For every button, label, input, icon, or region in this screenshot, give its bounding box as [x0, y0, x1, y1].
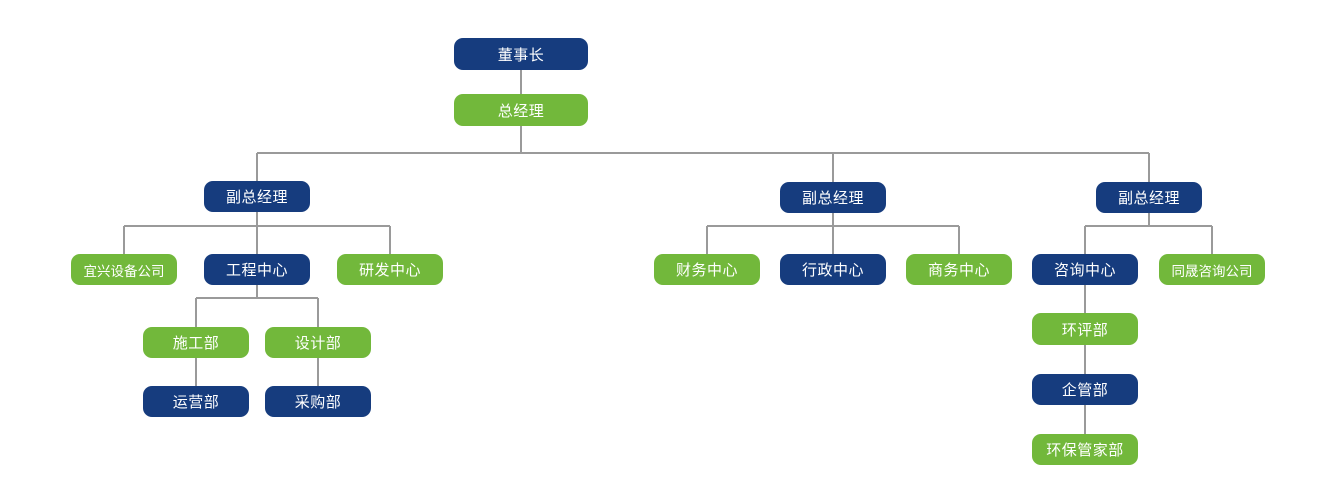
node-tongsheng-consulting-company: 同晟咨询公司 — [1159, 254, 1265, 285]
node-enterprise-mgmt-dept: 企管部 — [1032, 374, 1138, 405]
node-yixing-equipment-company-label: 宜兴设备公司 — [83, 263, 165, 280]
node-yixing-equipment-company: 宜兴设备公司 — [71, 254, 177, 285]
node-admin-center-label: 行政中心 — [801, 261, 864, 279]
node-business-center-label: 商务中心 — [927, 261, 990, 279]
node-enterprise-mgmt-dept-label: 企管部 — [1061, 381, 1109, 399]
node-eco-housekeeper-dept-label: 环保管家部 — [1046, 441, 1124, 459]
node-chairman: 董事长 — [454, 38, 588, 70]
node-general-manager-label: 总经理 — [497, 101, 545, 120]
node-vp-right-label: 副总经理 — [1117, 189, 1180, 207]
node-operations-dept: 运营部 — [143, 386, 249, 417]
node-construction-dept: 施工部 — [143, 327, 249, 358]
node-rd-center-label: 研发中心 — [358, 261, 421, 279]
node-design-dept: 设计部 — [265, 327, 371, 358]
node-rd-center: 研发中心 — [337, 254, 443, 285]
node-engineering-center: 工程中心 — [204, 254, 310, 285]
node-procurement-dept-label: 采购部 — [294, 393, 342, 411]
node-design-dept-label: 设计部 — [294, 334, 342, 352]
node-construction-dept-label: 施工部 — [172, 334, 220, 352]
node-finance-center-label: 财务中心 — [675, 261, 738, 279]
node-consulting-center: 咨询中心 — [1032, 254, 1138, 285]
node-eco-housekeeper-dept: 环保管家部 — [1032, 434, 1138, 465]
node-chairman-label: 董事长 — [497, 45, 545, 64]
node-operations-dept-label: 运营部 — [172, 393, 220, 411]
node-vp-middle-label: 副总经理 — [801, 189, 864, 207]
node-admin-center: 行政中心 — [780, 254, 886, 285]
node-engineering-center-label: 工程中心 — [225, 261, 288, 279]
node-eia-dept: 环评部 — [1032, 313, 1138, 345]
node-vp-left-label: 副总经理 — [225, 188, 288, 206]
node-vp-right: 副总经理 — [1096, 182, 1202, 213]
node-general-manager: 总经理 — [454, 94, 588, 126]
node-vp-middle: 副总经理 — [780, 182, 886, 213]
node-finance-center: 财务中心 — [654, 254, 760, 285]
node-tongsheng-consulting-company-label: 同晟咨询公司 — [1171, 263, 1253, 280]
node-consulting-center-label: 咨询中心 — [1053, 261, 1116, 279]
node-procurement-dept: 采购部 — [265, 386, 371, 417]
node-eia-dept-label: 环评部 — [1061, 320, 1109, 339]
node-business-center: 商务中心 — [906, 254, 1012, 285]
node-vp-left: 副总经理 — [204, 181, 310, 212]
